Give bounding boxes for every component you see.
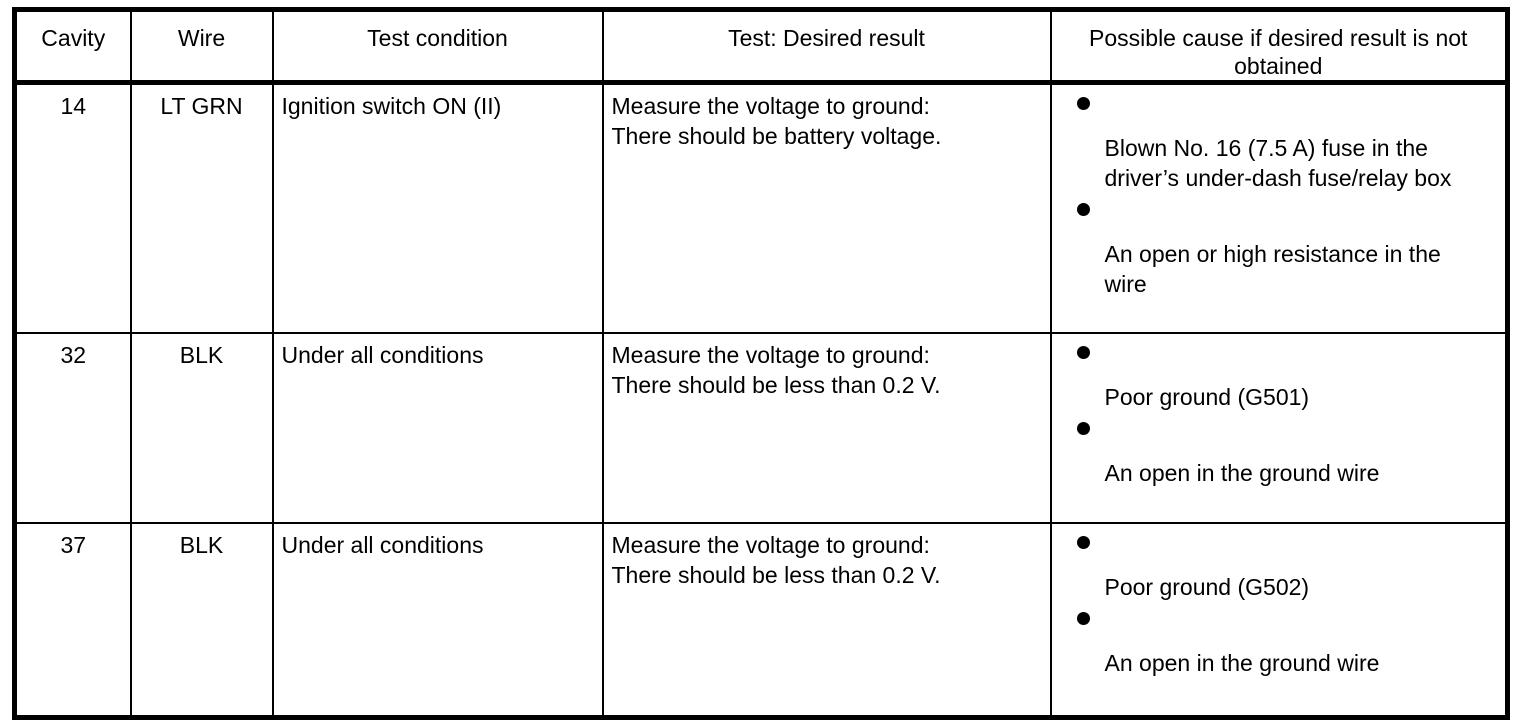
column-header-possible-cause: Possible cause if desired result is not … (1050, 9, 1508, 85)
desired-result-line-2: There should be battery voltage. (611, 123, 942, 149)
bullet-icon (1076, 345, 1090, 359)
possible-cause-list: Blown No. 16 (7.5 A) fuse in the driver’… (1052, 91, 1506, 299)
possible-cause-list: Poor ground (G501) An open in the ground… (1052, 340, 1506, 488)
possible-cause-text: An open or high resistance in the wire (1105, 197, 1506, 299)
possible-cause-text: Poor ground (G501) (1105, 340, 1506, 412)
bullet-icon (1076, 535, 1090, 549)
cell-test-condition: Ignition switch ON (II) (272, 82, 604, 334)
cell-possible-cause: Poor ground (G502) An open in the ground… (1050, 522, 1508, 720)
desired-result-line-2: There should be less than 0.2 V. (611, 561, 941, 588)
column-header-cavity: Cavity (14, 9, 132, 85)
possible-cause-line-2: driver’s under-dash fuse/relay box (1104, 165, 1452, 191)
possible-cause-line-1: Blown No. 16 (7.5 A) fuse in the (1104, 135, 1428, 161)
circuit-test-troubleshooting-table: Cavity Wire Test condition Test: Desired… (12, 7, 1510, 720)
list-item: Blown No. 16 (7.5 A) fuse in the driver’… (1052, 91, 1506, 193)
desired-result-line-1: Measure the voltage to ground: (611, 531, 930, 558)
possible-cause-text: Poor ground (G502) (1105, 530, 1506, 602)
desired-result-line-1: Measure the voltage to ground: (611, 341, 930, 368)
table-header: Cavity Wire Test condition Test: Desired… (14, 9, 1508, 85)
cell-wire: BLK (130, 332, 274, 524)
cell-test-condition: Under all conditions (272, 332, 604, 524)
possible-cause-line-1: Poor ground (G501) (1104, 383, 1310, 410)
possible-cause-line-1: An open or high resistance in the (1104, 241, 1441, 267)
cell-desired-result: Measure the voltage to ground: There sho… (602, 82, 1052, 334)
column-header-test-condition: Test condition (272, 9, 604, 85)
list-item: An open or high resistance in the wire (1052, 197, 1506, 299)
cell-possible-cause: Poor ground (G501) An open in the ground… (1050, 332, 1508, 524)
bullet-icon (1076, 203, 1090, 216)
cell-cavity: 14 (14, 82, 132, 334)
possible-cause-text: An open in the ground wire (1105, 606, 1506, 678)
column-header-desired-result: Test: Desired result (602, 9, 1052, 85)
column-header-wire: Wire (130, 9, 274, 85)
list-item: An open in the ground wire (1052, 416, 1506, 488)
bullet-icon (1076, 611, 1090, 625)
cell-desired-result: Measure the voltage to ground: There sho… (602, 522, 1052, 720)
desired-result-line-1: Measure the voltage to ground: (611, 93, 930, 119)
table-header-row: Cavity Wire Test condition Test: Desired… (14, 9, 1508, 85)
list-item: An open in the ground wire (1052, 606, 1506, 678)
possible-cause-line-2: wire (1104, 271, 1147, 297)
table-row: 32 BLK Under all conditions Measure the … (14, 332, 1508, 524)
possible-cause-text: An open in the ground wire (1105, 416, 1506, 488)
cell-desired-result: Measure the voltage to ground: There sho… (602, 332, 1052, 524)
cell-possible-cause: Blown No. 16 (7.5 A) fuse in the driver’… (1050, 82, 1508, 334)
cell-test-condition: Under all conditions (272, 522, 604, 720)
cell-cavity: 32 (14, 332, 132, 524)
desired-result-line-2: There should be less than 0.2 V. (611, 371, 941, 398)
possible-cause-line-1: Poor ground (G502) (1104, 573, 1310, 600)
bullet-icon (1076, 97, 1090, 110)
bullet-icon (1076, 421, 1090, 435)
possible-cause-list: Poor ground (G502) An open in the ground… (1052, 530, 1506, 678)
possible-cause-text: Blown No. 16 (7.5 A) fuse in the driver’… (1105, 91, 1506, 193)
list-item: Poor ground (G502) (1052, 530, 1506, 602)
possible-cause-line-1: An open in the ground wire (1104, 649, 1380, 676)
cell-wire: BLK (130, 522, 274, 720)
possible-cause-line-1: An open in the ground wire (1104, 459, 1380, 486)
list-item: Poor ground (G501) (1052, 340, 1506, 412)
table-body: 14 LT GRN Ignition switch ON (II) Measur… (14, 82, 1508, 720)
table-row: 14 LT GRN Ignition switch ON (II) Measur… (14, 82, 1508, 334)
cell-cavity: 37 (14, 522, 132, 720)
cell-wire: LT GRN (130, 82, 274, 334)
table-row: 37 BLK Under all conditions Measure the … (14, 522, 1508, 720)
